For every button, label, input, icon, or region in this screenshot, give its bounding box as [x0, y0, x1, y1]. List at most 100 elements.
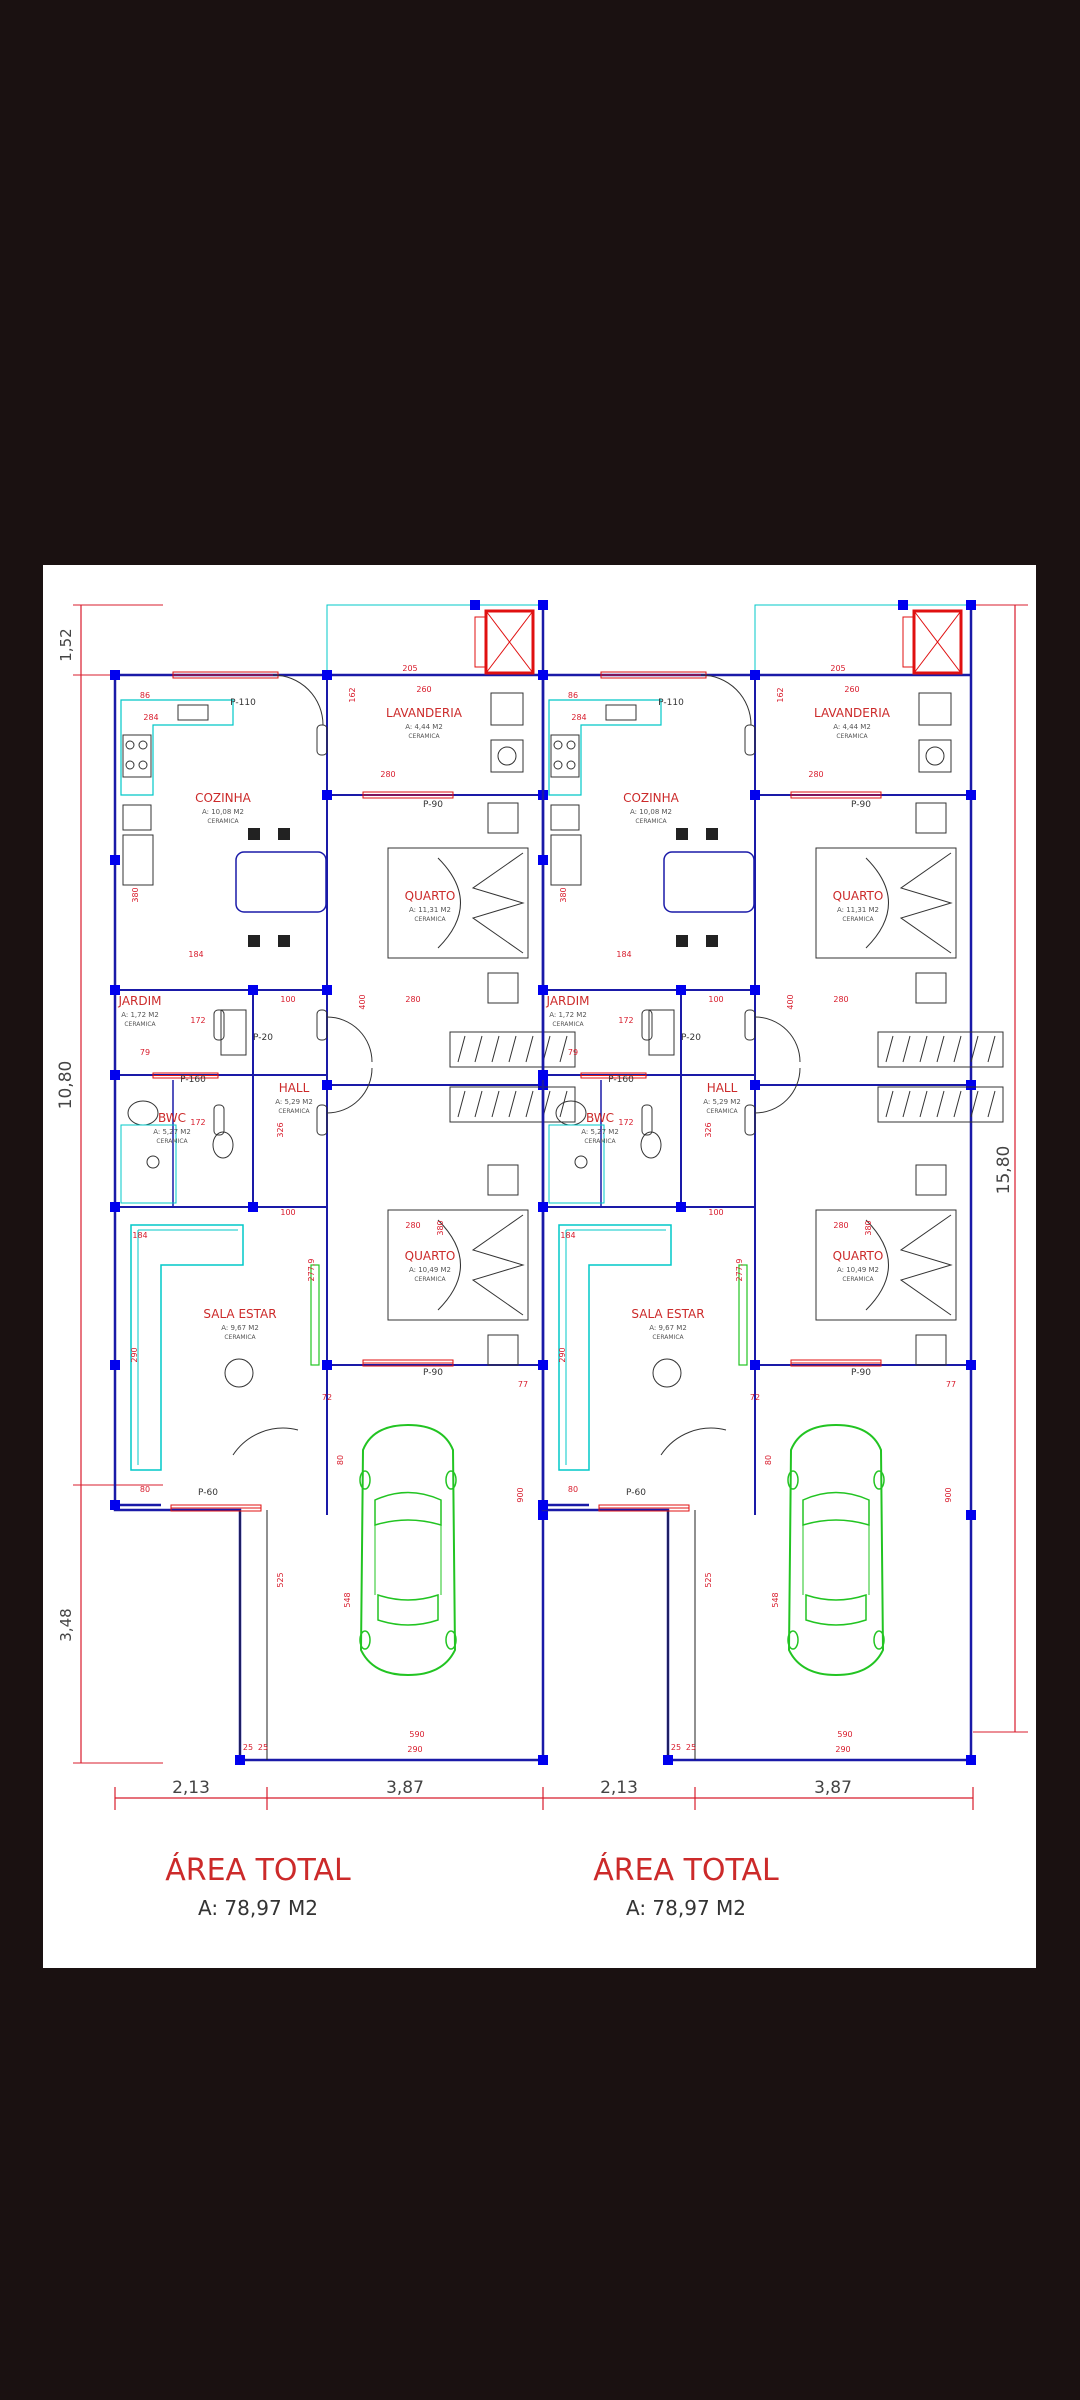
dimension-label: 80: [764, 1455, 773, 1465]
wardrobe-hanger: [902, 1090, 911, 1118]
bed-pillow: [899, 852, 953, 954]
stove-burner: [125, 760, 135, 770]
nightstand: [915, 1334, 947, 1366]
left-dimension-bottom: 3,48: [57, 1608, 75, 1641]
water-heater: [902, 616, 914, 668]
dimension-label: 280: [808, 770, 823, 779]
pillar: [898, 600, 908, 610]
wardrobe-hanger: [953, 1090, 962, 1118]
car-rear-window: [805, 1593, 867, 1626]
dining-chair: [248, 828, 260, 840]
pillar: [110, 670, 120, 680]
dimension-label: 77: [518, 1380, 528, 1389]
door-tag: P-20: [681, 1033, 701, 1043]
dimension-label: 25: [686, 1743, 696, 1752]
room-name: COZINHA: [623, 791, 680, 805]
pillar: [538, 1202, 548, 1212]
door-tag: P-90: [423, 1368, 443, 1378]
dimension-label: 100: [708, 995, 723, 1004]
pillar: [966, 1080, 976, 1090]
stove-burner: [566, 740, 576, 750]
tv-panel: [310, 1264, 320, 1366]
room-finish: CERAMICA: [652, 1334, 684, 1341]
room-area: A: 5,29 M2: [703, 1098, 741, 1106]
pillar: [538, 1510, 548, 1520]
pillar: [676, 1202, 686, 1212]
room-name: JARDIM: [117, 994, 161, 1008]
pillar: [663, 1755, 673, 1765]
wardrobe-hanger: [970, 1090, 979, 1118]
dimension-label: 290: [407, 1745, 422, 1754]
dimension-label: 86: [140, 691, 150, 700]
wardrobe-hanger: [457, 1090, 466, 1118]
stove: [122, 734, 152, 778]
dimension-label: 280: [380, 770, 395, 779]
shower-box: [548, 1124, 605, 1204]
car-body: [787, 1423, 885, 1677]
dimension-label: 277,9: [735, 1259, 744, 1282]
dimension-label: 100: [280, 1208, 295, 1217]
bed: [387, 1209, 529, 1321]
washing-machine: [490, 739, 524, 773]
room-name: LAVANDERIA: [814, 706, 891, 720]
dimension-label: 290: [558, 1347, 567, 1362]
wardrobe-hanger: [491, 1035, 500, 1063]
room-name: SALA ESTAR: [203, 1307, 276, 1321]
wardrobe-hanger: [902, 1035, 911, 1063]
dimension-label: 25: [258, 1743, 268, 1752]
dimension-label: 205: [830, 664, 845, 673]
dimension-label: 184: [616, 950, 631, 959]
room-finish: CERAMICA: [408, 733, 440, 740]
planter: [220, 1009, 247, 1056]
nightstand: [487, 802, 519, 834]
room-name: QUARTO: [833, 889, 884, 903]
sofa-cushion: [137, 1229, 238, 1465]
area-total-title: ÁREA TOTAL: [165, 1852, 351, 1888]
dimension-label: 326: [704, 1122, 713, 1137]
dimension-label: 280: [405, 1221, 420, 1230]
dimension-label: 900: [516, 1487, 525, 1502]
shower-drain: [146, 1155, 160, 1169]
room-area: A: 10,49 M2: [837, 1266, 879, 1274]
room-finish: CERAMICA: [414, 1276, 446, 1283]
area-total-value: A: 78,97 M2: [198, 1896, 318, 1920]
pillar: [966, 790, 976, 800]
door-frame: [213, 1009, 225, 1041]
dimension-label: 280: [833, 1221, 848, 1230]
wardrobe-hanger: [525, 1035, 534, 1063]
dimension-label: 260: [416, 685, 431, 694]
door-frame: [641, 1009, 653, 1041]
dimension-label: 184: [188, 950, 203, 959]
pillar: [538, 1360, 548, 1370]
dimension-label: 277,9: [307, 1259, 316, 1282]
dimension-label: 86: [568, 691, 578, 700]
wardrobe-hanger: [970, 1035, 979, 1063]
door-frame: [744, 724, 756, 756]
dimension-label: 100: [280, 995, 295, 1004]
wardrobe-hanger: [474, 1090, 483, 1118]
door-frame: [316, 1104, 328, 1136]
wardrobe-hanger: [508, 1090, 517, 1118]
pillar: [750, 670, 760, 680]
pillar: [248, 985, 258, 995]
door-tag: P-60: [626, 1488, 646, 1498]
dimension-label: 548: [771, 1592, 780, 1607]
room-area: A: 5,27 M2: [581, 1128, 619, 1136]
door-tag: P-90: [851, 800, 871, 810]
water-tank-cross: [913, 610, 962, 674]
room-area: A: 10,49 M2: [409, 1266, 451, 1274]
room-area: A: 5,29 M2: [275, 1098, 313, 1106]
dimension-label: 400: [358, 994, 367, 1009]
stove-burner: [553, 760, 563, 770]
dimension-label: 525: [276, 1572, 285, 1587]
door-frame: [213, 1104, 225, 1136]
pillar: [110, 985, 120, 995]
pillar: [966, 1360, 976, 1370]
room-finish: CERAMICA: [207, 818, 239, 825]
wardrobe-hanger: [559, 1035, 568, 1063]
car-wheel: [445, 1470, 457, 1490]
wardrobe-hanger: [919, 1035, 928, 1063]
door-tag: P-90: [851, 1368, 871, 1378]
